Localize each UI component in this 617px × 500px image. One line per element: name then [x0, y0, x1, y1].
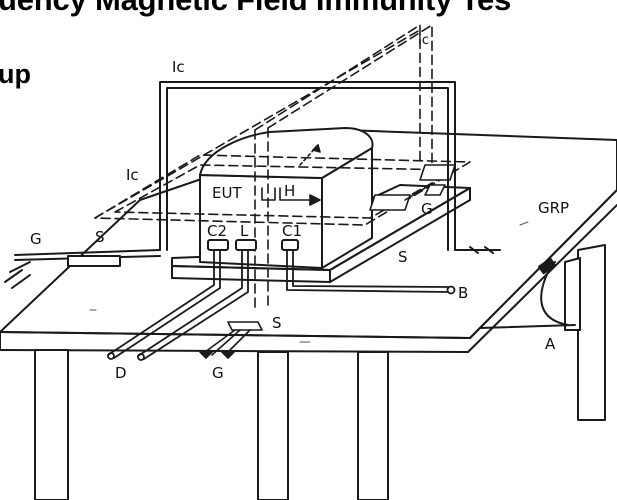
left-ground-connection — [4, 249, 161, 289]
label-a: A — [545, 335, 556, 353]
label-c1: C1 — [282, 222, 302, 240]
label-s-bottom: S — [272, 314, 282, 332]
label-h: H — [284, 182, 295, 200]
label-ic-left: Ic — [126, 166, 139, 184]
plane-details — [89, 221, 529, 343]
bottom-ground-connection — [199, 321, 263, 359]
ground-strap-a — [479, 257, 576, 329]
field-h-arrow — [261, 144, 321, 206]
cables-to-d — [107, 249, 249, 361]
label-eut: EUT — [212, 184, 242, 202]
label-ic-right: Ic — [418, 33, 429, 48]
induction-coil-solid — [159, 81, 501, 254]
label-ic-top: Ic — [172, 58, 185, 76]
table-legs — [34, 244, 606, 500]
diagram-title: uency Magnetic Field Immunity Tes — [0, 0, 511, 18]
label-s-left: S — [95, 228, 105, 246]
label-grp: GRP — [538, 199, 569, 217]
label-g-bottom: G — [212, 364, 224, 382]
cable-to-b — [286, 249, 456, 295]
coil-connector-right — [369, 164, 456, 211]
diagram-subtitle: up — [0, 59, 31, 89]
label-l: L — [240, 222, 249, 240]
diagram-labels: Ic Ic Ic EUT H C2 L C1 G S G S S G GRP B… — [30, 33, 569, 382]
label-g-right: G — [421, 200, 433, 218]
label-g-left: G — [30, 230, 42, 248]
terminal-connectors — [207, 239, 299, 251]
induction-coil-vertical — [94, 24, 433, 311]
label-c2: C2 — [207, 222, 227, 240]
label-s-right: S — [398, 248, 408, 266]
label-b: B — [458, 284, 468, 302]
label-d: D — [115, 364, 127, 382]
